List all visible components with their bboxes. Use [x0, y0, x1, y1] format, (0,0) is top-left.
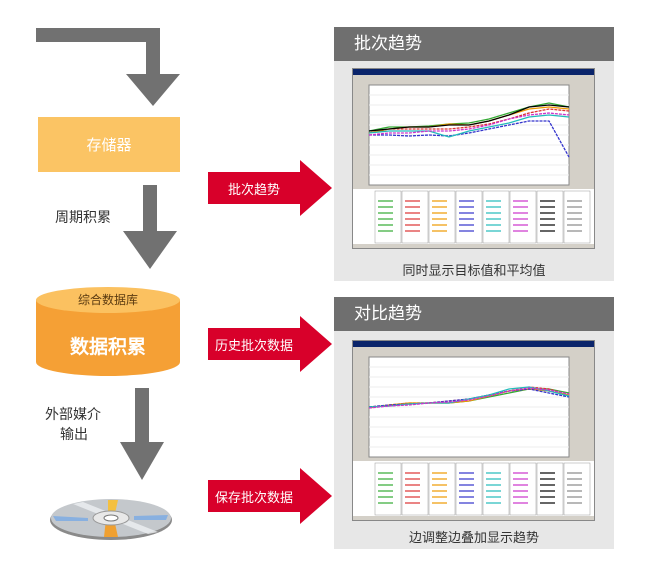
history-batch-arrow: 历史批次数据: [208, 316, 332, 372]
trend-window-image: [353, 69, 594, 244]
input-arrow-head: [126, 74, 180, 106]
batch-trend-panel: 批次趋势 同时显示目标值和平均值: [334, 27, 614, 281]
database-label: 数据积累: [69, 336, 146, 358]
storage-label: 存储器: [86, 136, 132, 154]
compare-trend-caption: 边调整边叠加显示趋势: [408, 531, 539, 546]
input-arrow-horizontal: [36, 28, 160, 42]
compare-trend-title: 对比趋势: [334, 297, 614, 331]
storage-box: 存储器: [38, 117, 180, 172]
periodic-arrow-head: [123, 231, 177, 269]
batch-trend-screenshot: [352, 68, 595, 249]
input-arrow-vertical: [146, 28, 160, 76]
batch-trend-title: 批次趋势: [334, 27, 614, 61]
periodic-arrow-shaft: [143, 185, 157, 233]
batch-trend-arrow-label: 批次趋势: [227, 182, 280, 198]
periodic-label: 周期积累: [55, 210, 111, 226]
history-batch-arrow-label: 历史批次数据: [214, 338, 293, 354]
cd-disc-icon: [50, 499, 172, 540]
save-batch-arrow-label: 保存批次数据: [214, 490, 293, 506]
batch-trend-caption: 同时显示目标值和平均值: [402, 264, 546, 279]
compare-trend-screenshot: [352, 340, 595, 521]
red-arrow-shape: [208, 316, 332, 372]
export-arrow-head: [120, 442, 164, 480]
export-label-line2: 输出: [60, 427, 88, 443]
export-arrow-shaft: [135, 388, 149, 444]
trend-window-image: [353, 341, 594, 516]
database-title: 综合数据库: [77, 293, 138, 307]
database-cylinder-icon: [36, 287, 180, 376]
batch-trend-arrow: 批次趋势: [208, 160, 332, 216]
compare-trend-panel: 对比趋势 边调整边叠加显示趋势: [334, 297, 614, 549]
red-arrow-shape: [208, 160, 332, 216]
export-label-line1: 外部媒介: [45, 407, 101, 423]
red-arrow-shape: [208, 468, 332, 524]
save-batch-arrow: 保存批次数据: [208, 468, 332, 524]
